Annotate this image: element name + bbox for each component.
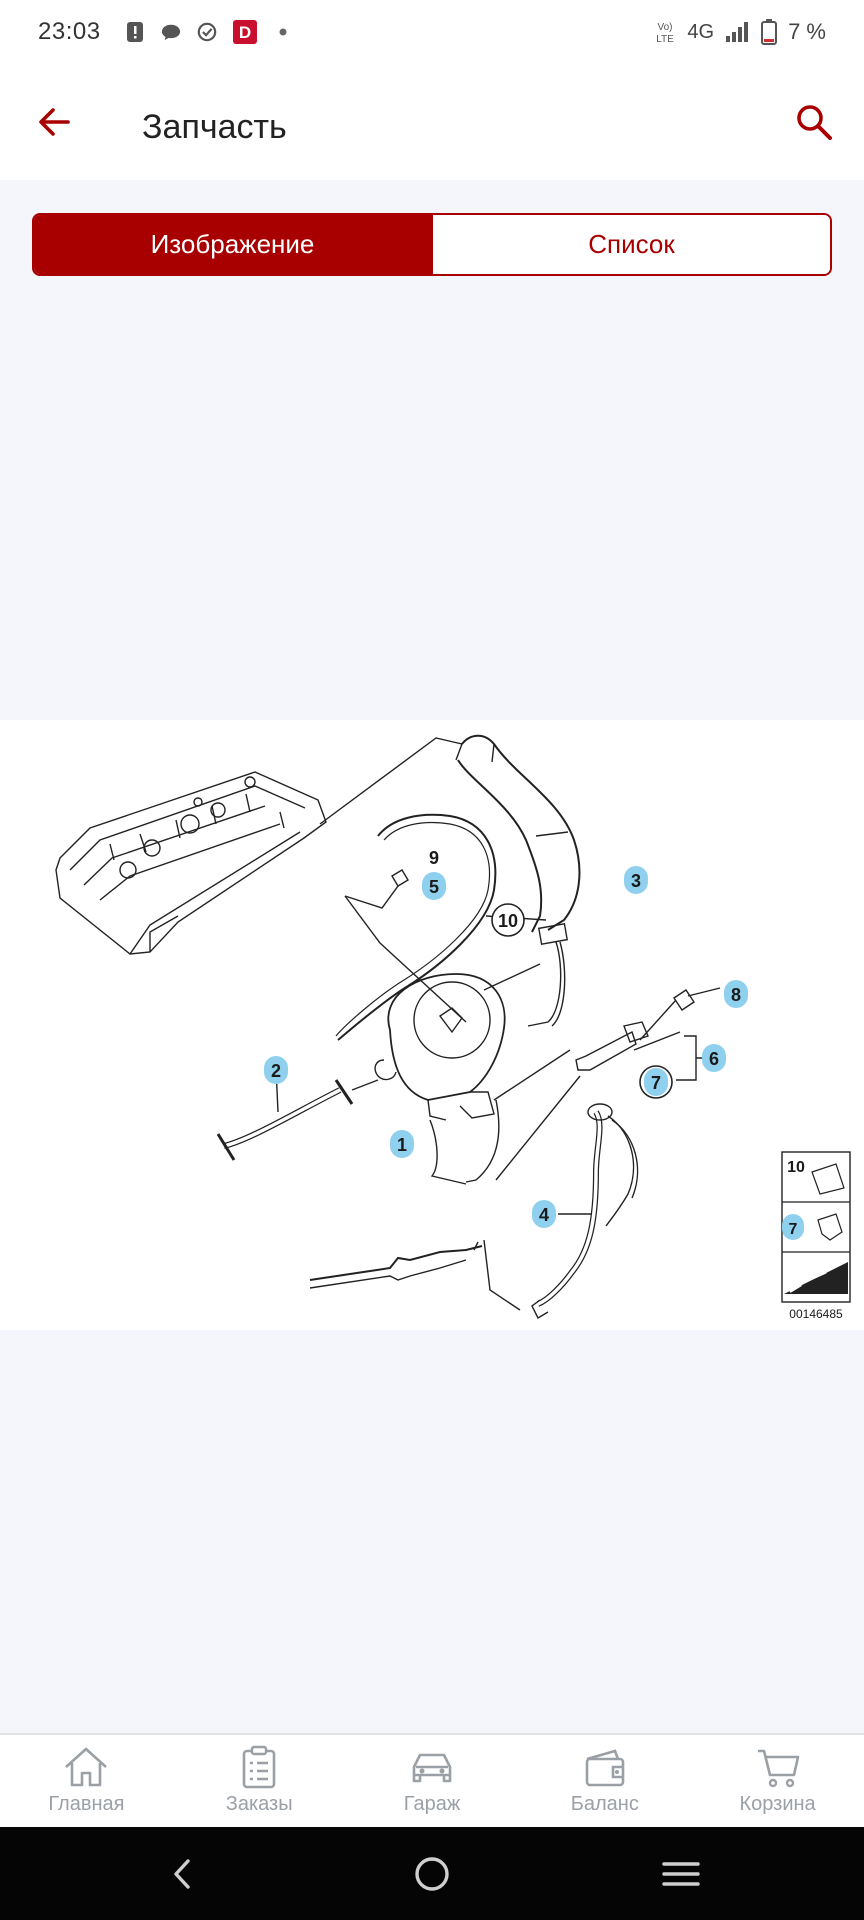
callout-2[interactable]: 2 (264, 1056, 288, 1084)
callout-7-label: 7 (651, 1073, 661, 1093)
car-icon (412, 1753, 452, 1783)
callout-6[interactable]: 6 (702, 1044, 726, 1072)
alert-notification-icon (125, 21, 145, 43)
view-toggle: Изображение Список (32, 213, 832, 276)
callout-6-label: 6 (709, 1049, 719, 1069)
callout-5-label: 5 (429, 877, 439, 897)
nav-garage[interactable]: Гараж (346, 1735, 519, 1827)
callout-4-label: 4 (539, 1205, 549, 1225)
system-recents-button[interactable] (660, 1853, 702, 1895)
app-d-notification-icon: D (232, 20, 257, 44)
status-time: 23:03 (38, 18, 101, 45)
app-bar: Запчасть (0, 64, 864, 180)
nav-cart-label: Корзина (739, 1793, 816, 1815)
battery-icon (761, 19, 778, 45)
callout-5[interactable]: 5 (422, 872, 446, 900)
network-type-text: 4G (687, 20, 715, 43)
label-9: 9 (429, 848, 439, 868)
wallet-icon (585, 1749, 625, 1787)
notification-badge-letter: D (238, 23, 250, 42)
more-notifications-dot-icon (273, 21, 293, 43)
label-10-text: 10 (498, 911, 518, 931)
callout-4[interactable]: 4 (532, 1200, 556, 1228)
diagram-callouts: 1 2 3 4 5 6 (264, 848, 748, 1228)
search-button[interactable] (794, 102, 834, 142)
notification-icons: D (125, 20, 293, 44)
svg-text:Vo): Vo) (658, 22, 673, 33)
system-home-button[interactable] (411, 1853, 453, 1895)
parts-diagram-drawing: 1 2 3 4 5 6 (55, 734, 851, 1321)
tab-image[interactable]: Изображение (34, 215, 431, 274)
system-back-button[interactable] (162, 1853, 204, 1895)
check-clock-notification-icon (197, 21, 217, 43)
callout-3[interactable]: 3 (624, 866, 648, 894)
oil-separator-drawing (387, 973, 506, 1101)
image-number: 00146485 (789, 1307, 843, 1321)
nav-cart[interactable]: Корзина (691, 1735, 864, 1827)
chevron-left-icon (174, 1859, 190, 1889)
circle-home-icon (415, 1857, 449, 1891)
tab-list[interactable]: Список (431, 215, 830, 274)
nav-home[interactable]: Главная (0, 1735, 173, 1827)
nav-home-label: Главная (48, 1793, 125, 1815)
arrow-back-icon (39, 108, 70, 136)
message-notification-icon (161, 21, 181, 43)
status-bar: 23:03 D Vo)LTE 4G 7 % (0, 0, 864, 64)
parts-diagram: 1 2 3 4 5 6 (0, 720, 864, 1330)
callout-3-label: 3 (631, 871, 641, 891)
home-icon (65, 1747, 108, 1787)
back-button[interactable] (34, 102, 74, 142)
valve-cover-drawing (55, 771, 327, 955)
legend-label-10: 10 (787, 1159, 805, 1176)
nav-orders-label: Заказы (225, 1793, 293, 1815)
callout-1-label: 1 (397, 1135, 407, 1155)
page-title: Запчасть (142, 108, 287, 146)
search-icon (797, 105, 832, 140)
volte-icon: Vo)LTE (657, 22, 675, 45)
callout-1[interactable]: 1 (390, 1130, 414, 1158)
signal-icon (726, 22, 749, 42)
nav-garage-label: Гараж (403, 1793, 461, 1815)
battery-percent: 7 % (788, 19, 826, 44)
callout-8-label: 8 (731, 985, 741, 1005)
nav-balance-label: Баланс (570, 1793, 639, 1815)
label-10: 10 (491, 903, 525, 937)
legend-label-7: 7 (789, 1221, 798, 1238)
status-right-group: Vo)LTE 4G 7 % (653, 0, 826, 64)
callout-8[interactable]: 8 (724, 980, 748, 1008)
bottom-nav: Главная Заказы Гараж Баланс Корзина (0, 1733, 864, 1827)
callout-2-label: 2 (271, 1061, 281, 1081)
nav-orders[interactable]: Заказы (173, 1735, 346, 1827)
diagram-legend: 10 7 00146485 (781, 1151, 851, 1321)
orders-clipboard-icon (242, 1745, 276, 1789)
system-nav-bar (0, 1827, 864, 1920)
callout-7[interactable]: 7 (639, 1065, 673, 1099)
menu-lines-icon (662, 1862, 700, 1886)
nav-balance[interactable]: Баланс (518, 1735, 691, 1827)
volte-text: LTE (657, 34, 675, 45)
cart-icon (757, 1749, 799, 1788)
